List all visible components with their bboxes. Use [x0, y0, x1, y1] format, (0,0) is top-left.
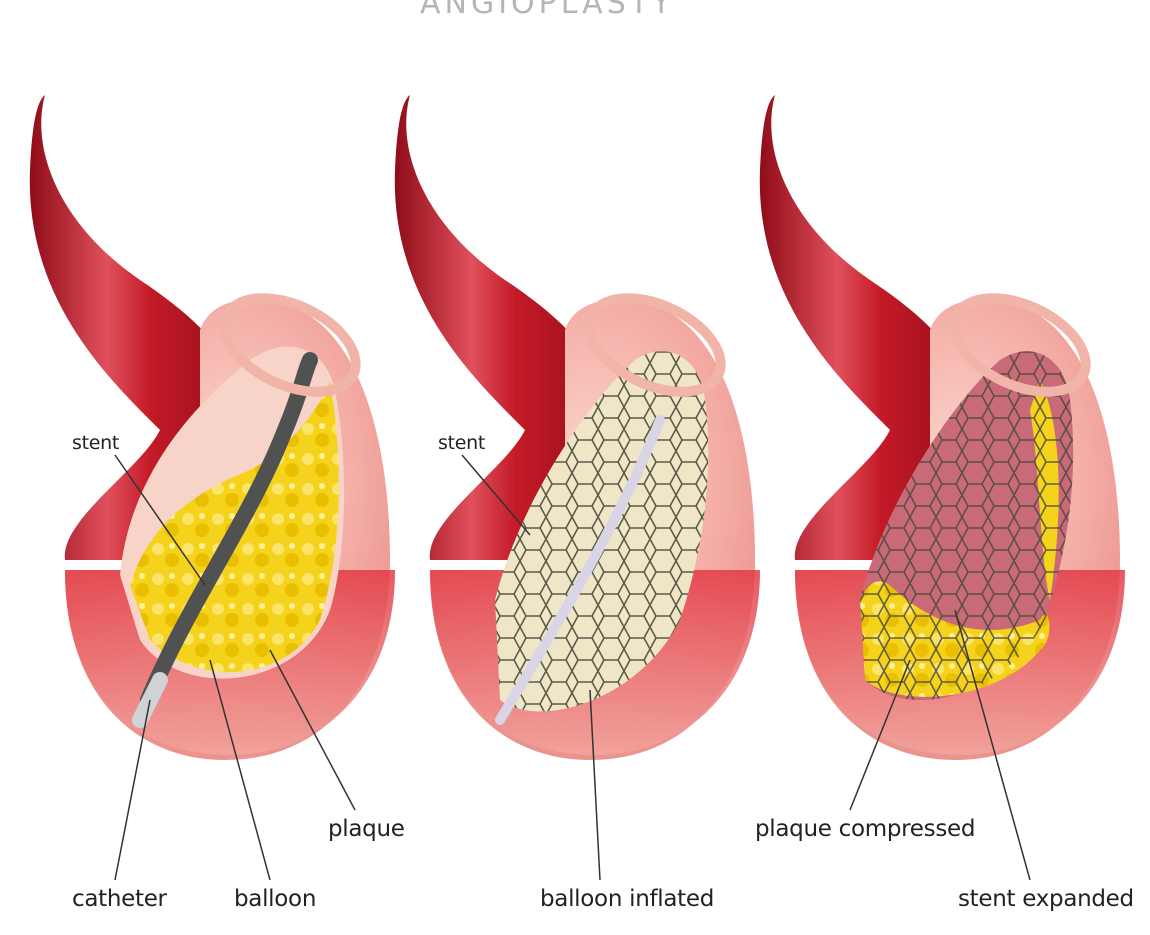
- label-stent-1: stent: [72, 432, 119, 454]
- panel-3-artery: [760, 95, 1125, 760]
- panel-2-artery: [395, 95, 760, 760]
- label-plaque-compressed: plaque compressed: [755, 816, 975, 842]
- label-catheter: catheter: [72, 886, 167, 912]
- label-plaque: plaque: [328, 816, 405, 842]
- label-stent-expanded: stent expanded: [958, 886, 1134, 912]
- panel-1-artery: [30, 95, 395, 760]
- label-stent-2: stent: [438, 432, 485, 454]
- label-balloon-inflated: balloon inflated: [540, 886, 714, 912]
- label-balloon: balloon: [234, 886, 316, 912]
